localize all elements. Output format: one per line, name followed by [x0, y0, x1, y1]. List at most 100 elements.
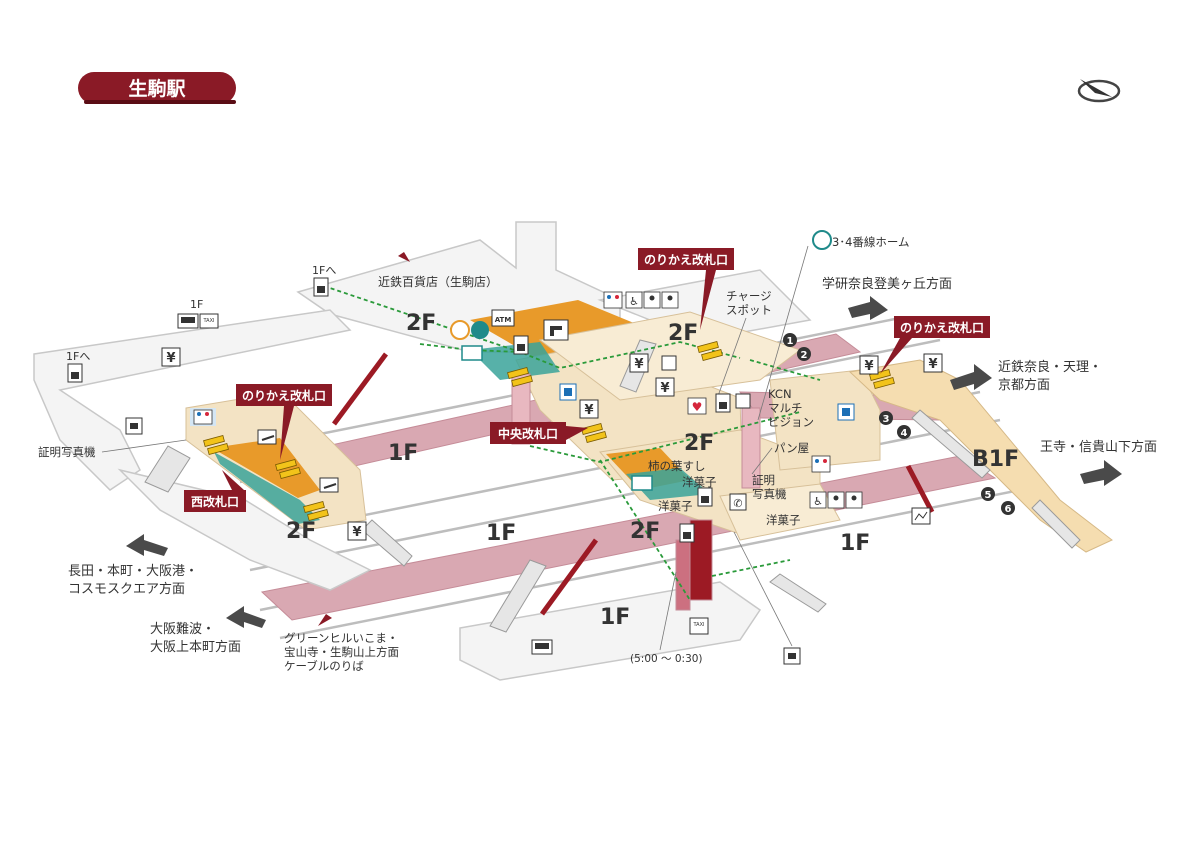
label-kcn-1: KCN: [768, 387, 792, 401]
svg-text:✆: ✆: [733, 497, 742, 510]
arrow-depart-store: [398, 252, 410, 262]
family-icon: [643, 291, 661, 309]
label-photo-right-1: 証明: [752, 473, 775, 487]
dir-nagata-2: コスモスクエア方面: [68, 581, 185, 597]
elevator-icon: [67, 363, 83, 383]
icons: ¥ ¥ ¥ ¥ ¥ ¥ ¥ ♿ ♿ ATM: [67, 230, 943, 665]
locker-icon: [837, 403, 855, 421]
copy-icon: [735, 393, 751, 409]
label-bakery: パン屋: [774, 441, 809, 455]
yen-icon: ¥: [161, 347, 181, 367]
escalators: [331, 352, 935, 616]
svg-text:5: 5: [985, 490, 992, 501]
photo-booth-icon: [783, 647, 801, 665]
track-3: 3: [879, 411, 893, 425]
sign-board-icon: [631, 475, 653, 491]
arrow-nagata: [126, 534, 168, 556]
dir-depart-store: 近鉄百貨店（生駒店）: [378, 274, 498, 289]
taxi-icon: TAXI: [689, 617, 709, 635]
direction-texts: 学研奈良登美ヶ丘方面 近鉄奈良・天理・ 京都方面 王寺・信貴山下方面 長田・本町…: [68, 274, 1157, 673]
shop-icon: [543, 319, 569, 341]
smoking-icon: [319, 477, 339, 493]
floor-2f-center: 2F: [684, 431, 714, 456]
station-title: 生駒駅: [128, 77, 186, 100]
baby-icon: [845, 491, 863, 509]
photo-booth-icon: [125, 417, 143, 435]
smoking-icon: [257, 429, 277, 445]
svg-text:ATM: ATM: [495, 316, 512, 324]
compass-icon: [1077, 79, 1121, 103]
label-yogashi-1: 洋菓子: [682, 475, 717, 489]
bus-icon: [177, 313, 199, 329]
floor-1f-left: 1F: [388, 441, 418, 466]
svg-text:¥: ¥: [864, 359, 873, 374]
elevator-icon: [513, 335, 529, 355]
arrow-kintetsu-nara: [950, 364, 992, 390]
locker-icon: [559, 383, 577, 401]
label-elevator-hours: (5:00 ～ 0:30): [630, 653, 703, 665]
svg-text:2: 2: [801, 350, 808, 361]
svg-text:1: 1: [787, 336, 794, 347]
atm-icon: ATM: [491, 309, 515, 327]
dir-kintetsu-nara-1: 近鉄奈良・天理・: [998, 359, 1102, 375]
track-1: 1: [783, 333, 797, 347]
family-icon: [827, 491, 845, 509]
svg-text:西改札口: 西改札口: [191, 494, 239, 509]
clock-icon: [450, 320, 470, 340]
stairs-icon: [911, 507, 931, 525]
floor-1f-bottom: 1F: [600, 605, 630, 630]
elevator-icon: [715, 393, 731, 413]
svg-text:♿: ♿: [629, 295, 639, 308]
svg-text:♿: ♿: [813, 495, 823, 508]
floor-b1f: B1F: [972, 447, 1019, 472]
label-to-1f-left: 1Fへ: [66, 350, 90, 363]
misc-labels: 1Fへ 1Fへ 1F 証明写真機 3･4番線ホーム チャージ スポット KCN …: [38, 235, 910, 665]
toilet-icon: [603, 291, 623, 309]
baby-icon: [661, 291, 679, 309]
dir-kintetsu-nara-2: 京都方面: [998, 377, 1050, 393]
label-kcn-3: ビジョン: [768, 415, 814, 429]
label-kakinoha: 柿の葉すし: [648, 459, 706, 473]
track-2: 2: [797, 347, 811, 361]
yen-icon: ¥: [347, 521, 367, 541]
svg-text:TAXI: TAXI: [693, 622, 705, 628]
floor-2f-left: 2F: [286, 519, 316, 544]
concourses: [185, 300, 1113, 553]
floor-1f-right: 1F: [840, 531, 870, 556]
dir-osaka-namba-1: 大阪難波・: [150, 622, 215, 637]
dir-cable-3: ケーブルのりば: [284, 659, 364, 673]
label-to-1f-top: 1Fへ: [312, 264, 336, 277]
pillars: [511, 373, 761, 611]
arrow-ouji: [1080, 460, 1122, 486]
dir-nagata-1: 長田・本町・大阪港・: [68, 564, 198, 579]
label-charge-2: スポット: [726, 303, 772, 317]
label-photo-left: 証明写真機: [38, 445, 96, 459]
bus-icon: [531, 639, 553, 655]
label-yogashi-2: 洋菓子: [658, 499, 693, 513]
svg-text:¥: ¥: [352, 525, 361, 540]
label-platform-34: 3･4番線ホーム: [832, 235, 910, 249]
floor-2f-right-upper: 2F: [668, 321, 698, 346]
yen-icon: ¥: [923, 353, 943, 373]
arrow-cable: [318, 614, 332, 626]
stairs: [144, 339, 1081, 633]
vending-icon: [661, 355, 677, 371]
svg-text:¥: ¥: [660, 381, 669, 396]
label-kcn-2: マルチ: [768, 401, 803, 415]
yen-icon: ¥: [579, 399, 599, 419]
gate-norikae-right: のりかえ改札口: [880, 316, 990, 374]
taxi-icon: TAXI: [199, 313, 219, 329]
floor-labels: 2F 2F 2F 2F 2F 1F 1F 1F 1F B1F: [286, 311, 1019, 630]
track-numbers: 1 2 3 4 5 6: [783, 333, 1015, 515]
gate-central: 中央改札口: [490, 422, 588, 444]
yen-icon: ¥: [655, 377, 675, 397]
svg-text:のりかえ改札口: のりかえ改札口: [242, 388, 326, 403]
floor-2f-lower: 2F: [630, 519, 660, 544]
direction-arrows: [126, 252, 1122, 628]
svg-text:3: 3: [883, 414, 890, 425]
label-charge-1: チャージ: [726, 289, 772, 303]
dir-gakken: 学研奈良登美ヶ丘方面: [822, 276, 952, 292]
gate-norikae-left: のりかえ改札口: [236, 384, 332, 460]
arrow-gakken: [848, 296, 888, 320]
